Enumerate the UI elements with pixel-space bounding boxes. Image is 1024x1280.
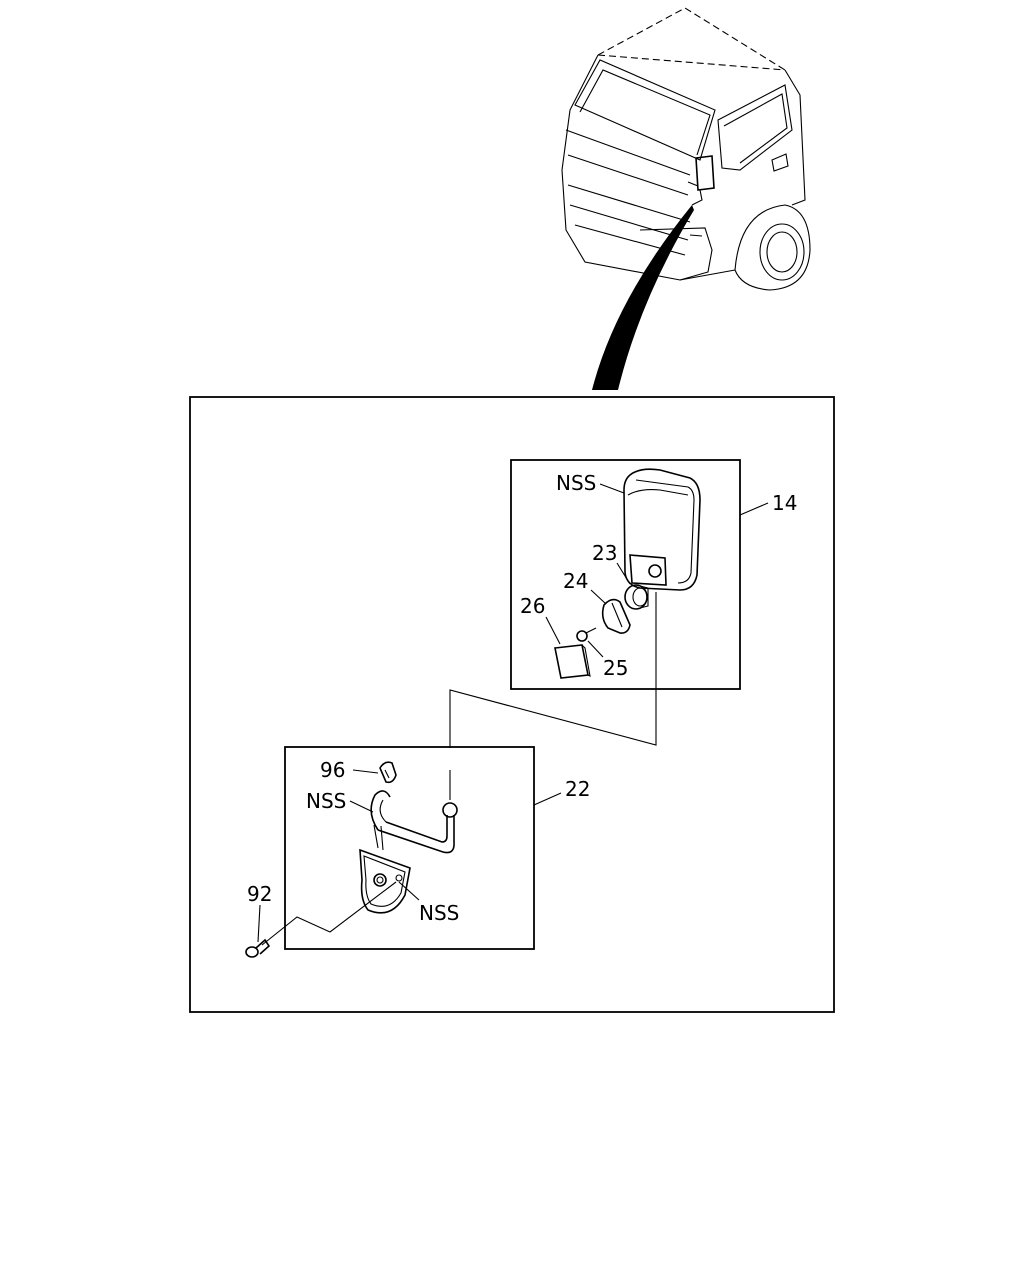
label-24: 24	[563, 569, 588, 593]
stay-assembly-box	[284, 746, 535, 950]
label-14: 14	[772, 491, 797, 515]
part-24-retainer	[601, 598, 631, 634]
part-25-screw	[576, 627, 597, 642]
label-92: 92	[247, 882, 272, 906]
connection-line-bolt	[261, 881, 397, 946]
callout-wedge	[592, 205, 694, 390]
mirror-assembly-box	[510, 459, 741, 690]
label-96: 96	[320, 758, 345, 782]
label-25: 25	[603, 656, 628, 680]
connection-line-mirror-stay	[449, 592, 657, 748]
label-nss-stay: NSS	[306, 789, 346, 813]
label-23: 23	[592, 541, 617, 565]
label-22: 22	[565, 777, 590, 801]
part-26-plate	[554, 644, 591, 679]
label-26: 26	[520, 594, 545, 618]
main-frame	[189, 396, 835, 1013]
stay-rod	[370, 790, 458, 854]
mirror-head	[623, 468, 701, 591]
label-nss-bracket: NSS	[419, 901, 459, 925]
part-96-clip	[379, 761, 397, 784]
part-92-bolt	[245, 938, 271, 958]
mounting-bracket	[359, 848, 411, 914]
part-23-cup	[624, 584, 649, 610]
truck-cab-illustration	[561, 7, 811, 291]
label-nss-mirror: NSS	[556, 471, 596, 495]
